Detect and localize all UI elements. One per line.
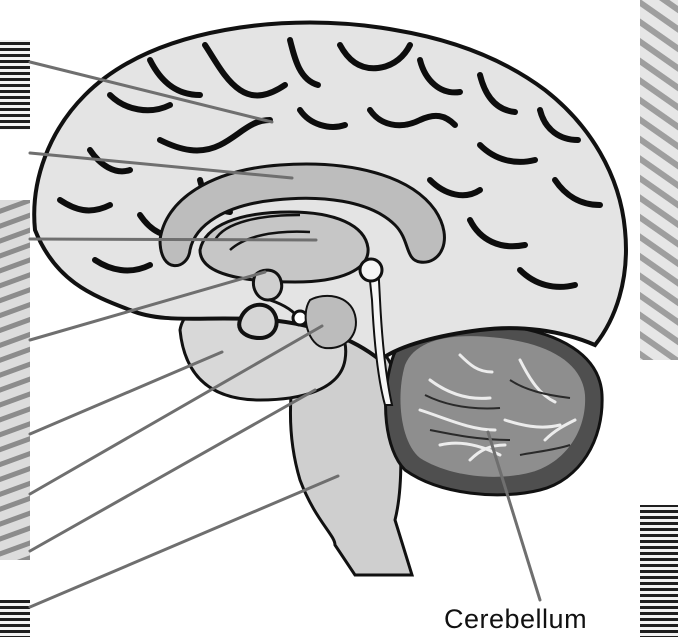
midbrain-shape <box>304 294 357 350</box>
hypothalamus-pituitary <box>237 268 309 341</box>
pineal-gland <box>358 257 384 283</box>
left-texture-strip <box>0 40 30 637</box>
pointer-lines <box>28 60 542 609</box>
right-texture-strip <box>640 0 678 637</box>
thalamus-shape <box>198 210 370 284</box>
cerebellum-label: Cerebellum <box>444 604 588 634</box>
fornix-lines <box>213 213 311 251</box>
cerebellum-shape <box>384 321 604 497</box>
corpus-callosum <box>158 162 446 268</box>
cerebral-aqueduct <box>366 261 394 406</box>
